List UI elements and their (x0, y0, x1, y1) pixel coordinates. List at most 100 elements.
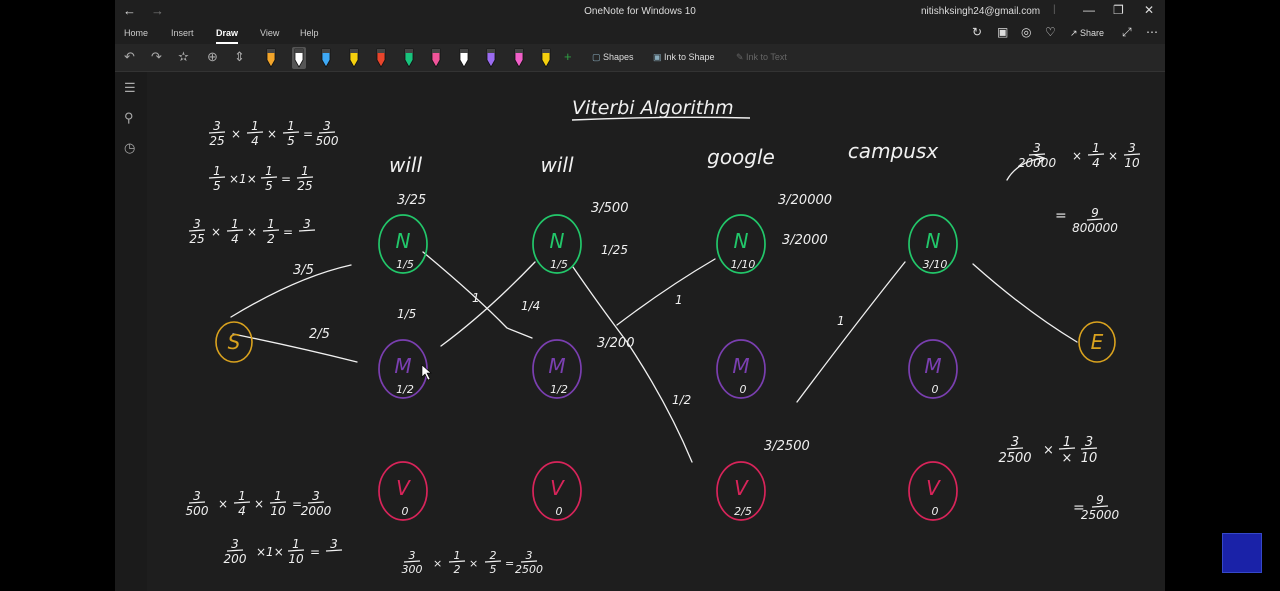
pen-10-icon[interactable] (512, 47, 526, 69)
edge-s-m1 (232, 333, 358, 363)
fraction-bar (188, 229, 206, 232)
equation-left: 3 (323, 119, 331, 133)
fraction-bar (1028, 153, 1046, 156)
fraction-bar (1086, 218, 1104, 221)
path-prob: 3/2500 (764, 439, 810, 454)
equation-left: × (267, 127, 277, 141)
state-label-M-3: M (732, 354, 749, 378)
pen-8-icon[interactable] (457, 47, 471, 69)
more-icon[interactable]: ⋯ (1146, 25, 1158, 39)
state-node-M-1 (378, 339, 428, 399)
equation-left: 3 (231, 537, 239, 551)
back-arrow-icon[interactable]: ← (123, 3, 136, 18)
equation-left: 1 (231, 217, 239, 231)
arrow-curve (1006, 157, 1044, 181)
edge-label: 1 (837, 314, 845, 328)
pen-11-icon[interactable] (539, 47, 553, 69)
fraction-bar (269, 501, 287, 504)
equation-right: = (1073, 500, 1085, 516)
start-node (215, 321, 253, 363)
undo-icon[interactable]: ↶ (124, 49, 135, 64)
shapes-button[interactable]: ▢ Shapes (592, 52, 634, 63)
tab-draw[interactable]: Draw (216, 28, 239, 44)
insert-space-icon[interactable]: ⇕ (234, 49, 245, 64)
state-score-M-3: 0 (740, 383, 747, 396)
path-prob: 3/25 (397, 193, 426, 208)
pen-1-icon[interactable] (264, 47, 278, 69)
forward-arrow-icon[interactable]: → (151, 3, 164, 18)
fraction-bar (1091, 505, 1109, 508)
pen-4-icon[interactable] (347, 47, 361, 69)
equation-left: = (281, 172, 291, 186)
sync-icon[interactable]: ↻ (972, 25, 983, 39)
fraction-bar (262, 229, 280, 232)
notebooks-icon[interactable]: ☰ (124, 80, 136, 95)
redo-icon[interactable]: ↷ (151, 49, 162, 64)
equation-left: × (254, 497, 264, 511)
pen-2-icon[interactable] (291, 47, 306, 69)
equation-right: 10 (1124, 156, 1140, 170)
add-space-icon[interactable]: ⊕ (207, 49, 218, 64)
bell-icon[interactable]: ♡ (1045, 25, 1056, 39)
equation-left: 25 (297, 179, 312, 193)
edge-label: 1/2 (672, 393, 691, 407)
pen-3-icon[interactable] (319, 47, 333, 69)
pen-5-icon[interactable] (374, 47, 388, 69)
state-score-M-1: 1/2 (396, 383, 414, 396)
equation-left: 2000 (301, 504, 332, 518)
equation-left: × (231, 127, 241, 141)
corner-logo (1222, 533, 1262, 573)
shapes-label: Shapes (603, 52, 634, 62)
equation-bottom: = (505, 557, 514, 570)
tab-view[interactable]: View (260, 28, 280, 38)
maximize-icon[interactable]: ❐ (1113, 3, 1124, 17)
equation-left: 10 (270, 504, 286, 518)
equation-bottom: × (433, 557, 442, 570)
fraction-bar (188, 501, 206, 504)
add-pen-icon[interactable]: + (564, 49, 572, 64)
equation-left: 1 (251, 119, 259, 133)
edge-m1-n2 (440, 261, 536, 347)
pen-9-icon[interactable] (484, 47, 498, 69)
recent-icon[interactable]: ◷ (124, 140, 136, 155)
pen-7-icon[interactable] (429, 47, 443, 69)
state-node-V-3 (716, 461, 766, 521)
equation-bottom: 1 (454, 549, 461, 562)
state-node-N-4 (908, 214, 958, 274)
fraction-bar (226, 229, 244, 232)
equation-left: 3 (213, 119, 221, 133)
equation-bottom: 300 (402, 563, 423, 576)
ink-to-shape-button[interactable]: ▣ Ink to Shape (653, 52, 715, 63)
tab-help[interactable]: Help (300, 28, 319, 38)
state-label-M-1: M (394, 354, 411, 378)
fraction-bar (246, 131, 264, 134)
minimize-icon[interactable]: — (1083, 3, 1095, 17)
tab-home[interactable]: Home (124, 28, 149, 38)
state-node-N-3 (716, 214, 766, 274)
notebook-icon[interactable]: ▣ (997, 25, 1009, 39)
equation-left: × (218, 497, 228, 511)
equation-left: 2 (267, 232, 275, 246)
account-email[interactable]: nitishksingh24@gmail.com (921, 6, 1041, 17)
ink-to-text-label: Ink to Text (746, 52, 787, 62)
edge-m3-n4 (796, 261, 906, 403)
close-icon[interactable]: ✕ (1144, 3, 1155, 17)
search-icon[interactable]: ⚲ (124, 110, 134, 125)
equation-left: 500 (316, 134, 339, 148)
fullscreen-icon[interactable]: ⤢ (1122, 25, 1132, 39)
lasso-select-icon[interactable]: ✫ (178, 49, 189, 64)
share-button[interactable]: ↗ Share (1070, 28, 1104, 39)
lightbulb-icon[interactable]: ◎ (1021, 25, 1032, 39)
equation-right: 3 (1128, 141, 1136, 155)
state-label-V-2: V (550, 476, 565, 500)
state-score-V-4: 0 (932, 505, 939, 518)
shapes-icon: ▢ (592, 52, 604, 62)
tab-insert[interactable]: Insert (171, 28, 194, 38)
ink-to-text-button[interactable]: ✎ Ink to Text (736, 52, 787, 63)
word-3: google (707, 145, 775, 169)
pen-6-icon[interactable] (402, 47, 416, 69)
draw-ribbon: ↶ ↷ ✫ ⊕ ⇕ + ▢ Shapes ▣ Ink to Shape ✎ In… (115, 44, 1165, 72)
equation-left: 3 (312, 489, 320, 503)
